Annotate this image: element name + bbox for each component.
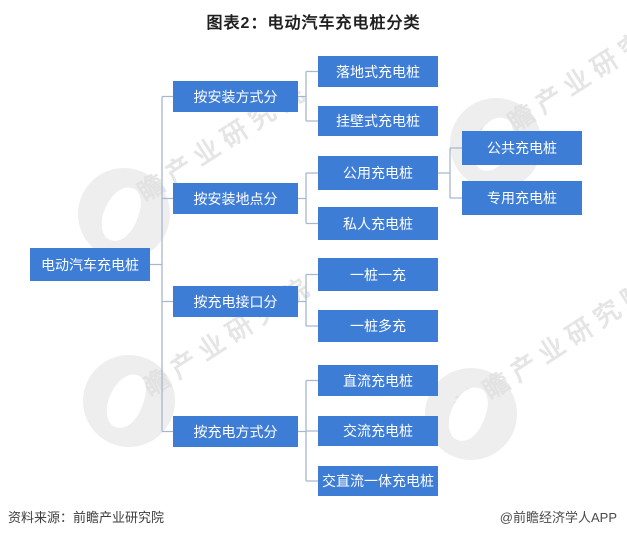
- credit-note: @前瞻经济学人APP: [499, 510, 617, 525]
- node-leaf-one-pile-multi-charge: 一桩多充: [318, 310, 438, 342]
- node-category-install-place: 按安装地点分: [173, 183, 298, 214]
- node-leaf-public-shared: 公共充电桩: [462, 131, 582, 165]
- node-leaf-dc: 直流充电桩: [318, 365, 438, 396]
- node-leaf-public-use: 公用充电桩: [318, 156, 438, 190]
- node-category-charge-interface: 按充电接口分: [173, 286, 298, 317]
- node-category-charge-mode: 按充电方式分: [173, 416, 298, 447]
- node-leaf-floor-standing: 落地式充电桩: [318, 56, 438, 87]
- node-leaf-dedicated: 专用充电桩: [462, 181, 582, 215]
- node-leaf-wall-mounted: 挂壁式充电桩: [318, 106, 438, 136]
- source-note: 资料来源：前瞻产业研究院: [8, 510, 165, 525]
- node-category-install-method: 按安装方式分: [173, 81, 298, 112]
- node-leaf-ac: 交流充电桩: [318, 416, 438, 446]
- chart-title: 图表2：电动汽车充电桩分类: [206, 15, 421, 32]
- node-leaf-one-pile-one-charge: 一桩一充: [318, 258, 438, 291]
- node-root: 电动汽车充电桩: [30, 248, 150, 281]
- node-leaf-private: 私人充电桩: [318, 207, 438, 240]
- node-leaf-acdc-integrated: 交直流一体充电桩: [318, 466, 438, 496]
